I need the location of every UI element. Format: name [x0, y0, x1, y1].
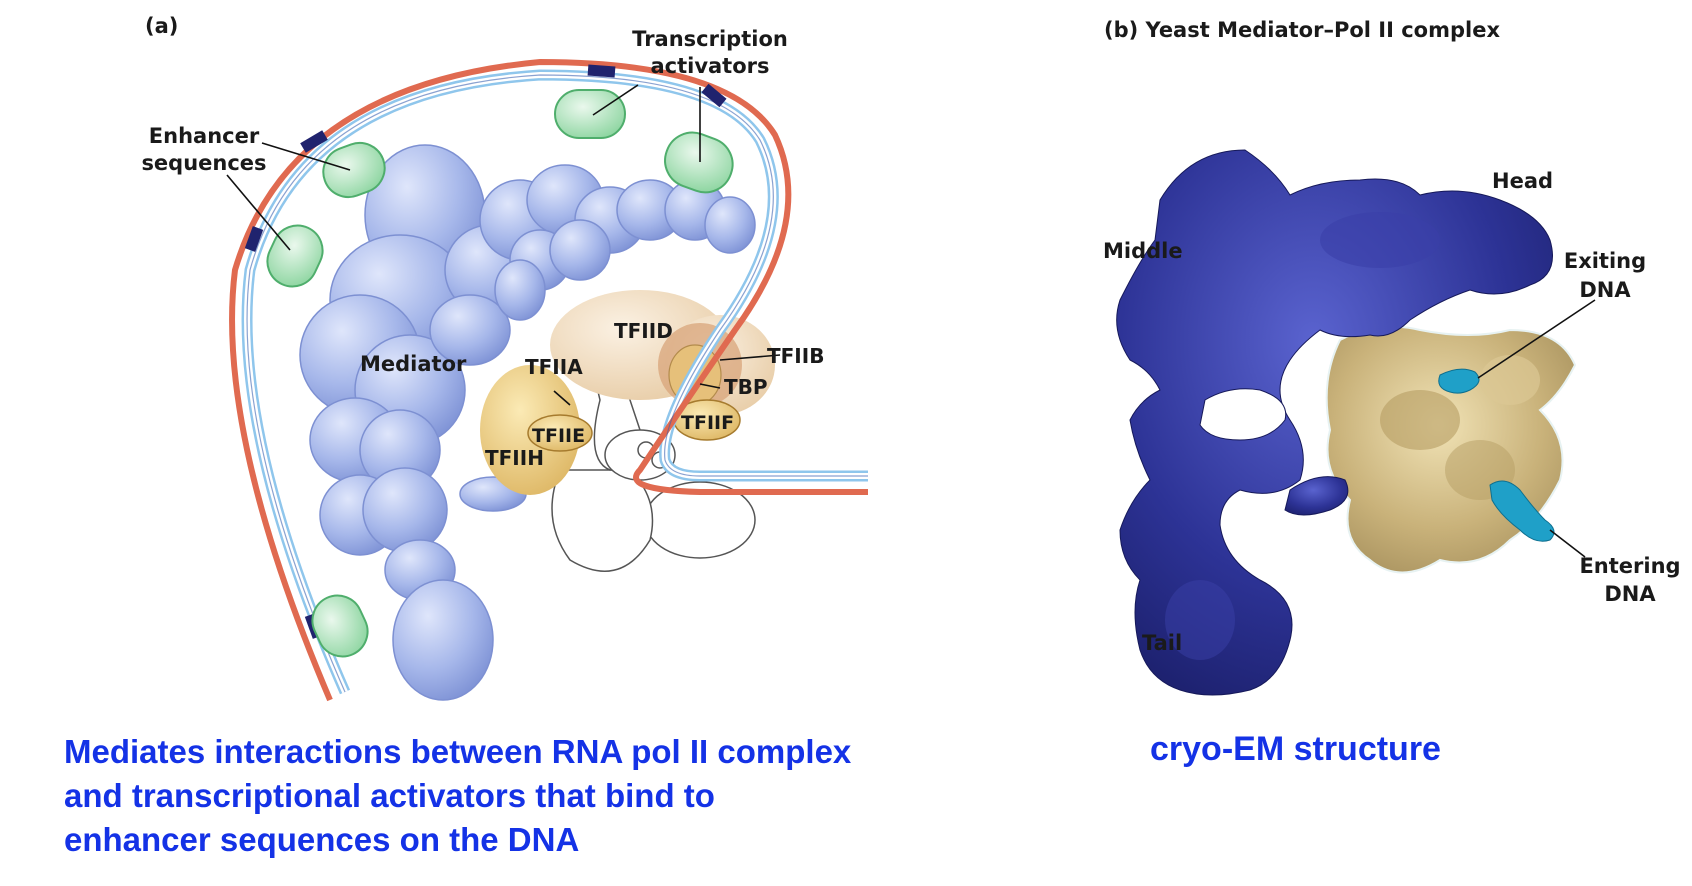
label-tfiif: TFIIF [681, 412, 734, 434]
label-entering-2: DNA [1604, 582, 1656, 606]
label-entering-1: Entering [1579, 554, 1680, 578]
caption-line-3: enhancer sequences on the DNA [64, 821, 580, 858]
label-middle: Middle [1103, 239, 1183, 263]
caption-line-2: and transcriptional activators that bind… [64, 777, 715, 814]
label-enhancer-1: Enhancer [149, 124, 260, 148]
caption-line-1: Mediates interactions between RNA pol II… [64, 733, 852, 770]
dna-density [1438, 368, 1555, 542]
leader-lines [226, 84, 781, 406]
label-tfiie: TFIIE [532, 425, 585, 447]
mediator-density [1116, 149, 1553, 696]
label-exiting-1: Exiting [1564, 249, 1646, 273]
caption-cryo-em: cryo-EM structure [1150, 730, 1441, 768]
caption-mediator-function: Mediates interactions between RNA pol II… [64, 730, 1014, 862]
label-tail: Tail [1142, 631, 1182, 655]
label-head: Head [1492, 169, 1553, 193]
panel-a-letter: (a) [145, 14, 179, 38]
label-tfiih: TFIIH [485, 446, 544, 470]
label-tbp: TBP [724, 375, 768, 399]
label-mediator: Mediator [360, 352, 467, 376]
panel-b-em-structure: Head Middle Tail Exiting DNA Entering DN… [1103, 149, 1681, 696]
panel-b-leader-lines [1477, 299, 1596, 558]
label-enhancer-2: sequences [141, 151, 266, 175]
label-tfiid: TFIID [614, 319, 673, 343]
panel-b-title: (b) Yeast Mediator–Pol II complex [1104, 18, 1500, 42]
label-tfiia: TFIIA [525, 355, 583, 379]
label-tfiib: TFIIB [767, 344, 824, 368]
mediator-complex [299, 144, 756, 701]
label-transcription-activators-2: activators [650, 54, 769, 78]
label-exiting-2: DNA [1579, 278, 1631, 302]
panel-a-diagram: Transcription activators Enhancer sequen… [141, 27, 868, 702]
label-transcription-activators-1: Transcription [632, 27, 788, 51]
dna-strand [229, 58, 868, 702]
